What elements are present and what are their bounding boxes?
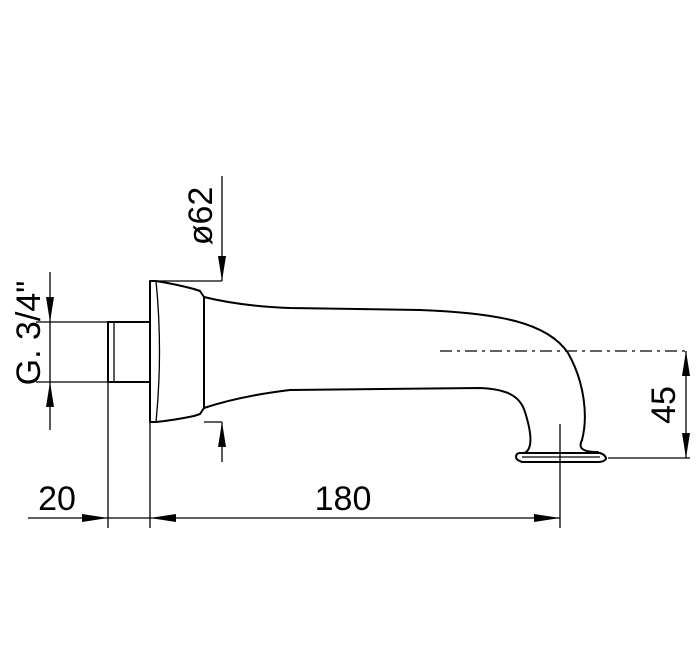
arrow-thread-top xyxy=(46,297,54,322)
arrow-180-right xyxy=(534,514,560,522)
dimension-spout-height: 45 xyxy=(645,386,683,424)
dimension-flange-diameter: ø62 xyxy=(182,187,220,246)
arrow-thread-bottom xyxy=(46,382,54,407)
spout-top-edge xyxy=(203,296,599,453)
flange-diameter-dimension: ø62 xyxy=(182,176,226,462)
flange-curve xyxy=(155,280,161,423)
arrow-height-top xyxy=(682,351,690,376)
spout-height-dimension: 45 xyxy=(645,351,690,458)
extension-lines xyxy=(36,280,690,528)
dimension-thread-length: 20 xyxy=(38,480,76,518)
spout-bottom-edge xyxy=(203,387,532,454)
dimension-thread-size: G. 3/4" xyxy=(10,281,48,386)
thread-size-dimension: G. 3/4" xyxy=(10,272,54,430)
outlet-nozzle xyxy=(515,452,607,463)
arrow-diameter-top xyxy=(218,256,226,281)
dimension-spout-length: 180 xyxy=(315,480,372,518)
horizontal-dimension: 20 180 xyxy=(28,480,560,522)
arrow-20-right xyxy=(82,514,108,522)
arrow-diameter-bottom xyxy=(218,422,226,447)
threaded-connector xyxy=(107,321,151,383)
arrow-180-left xyxy=(150,514,176,522)
spout-part xyxy=(107,280,607,463)
arrow-height-bottom xyxy=(682,433,690,458)
